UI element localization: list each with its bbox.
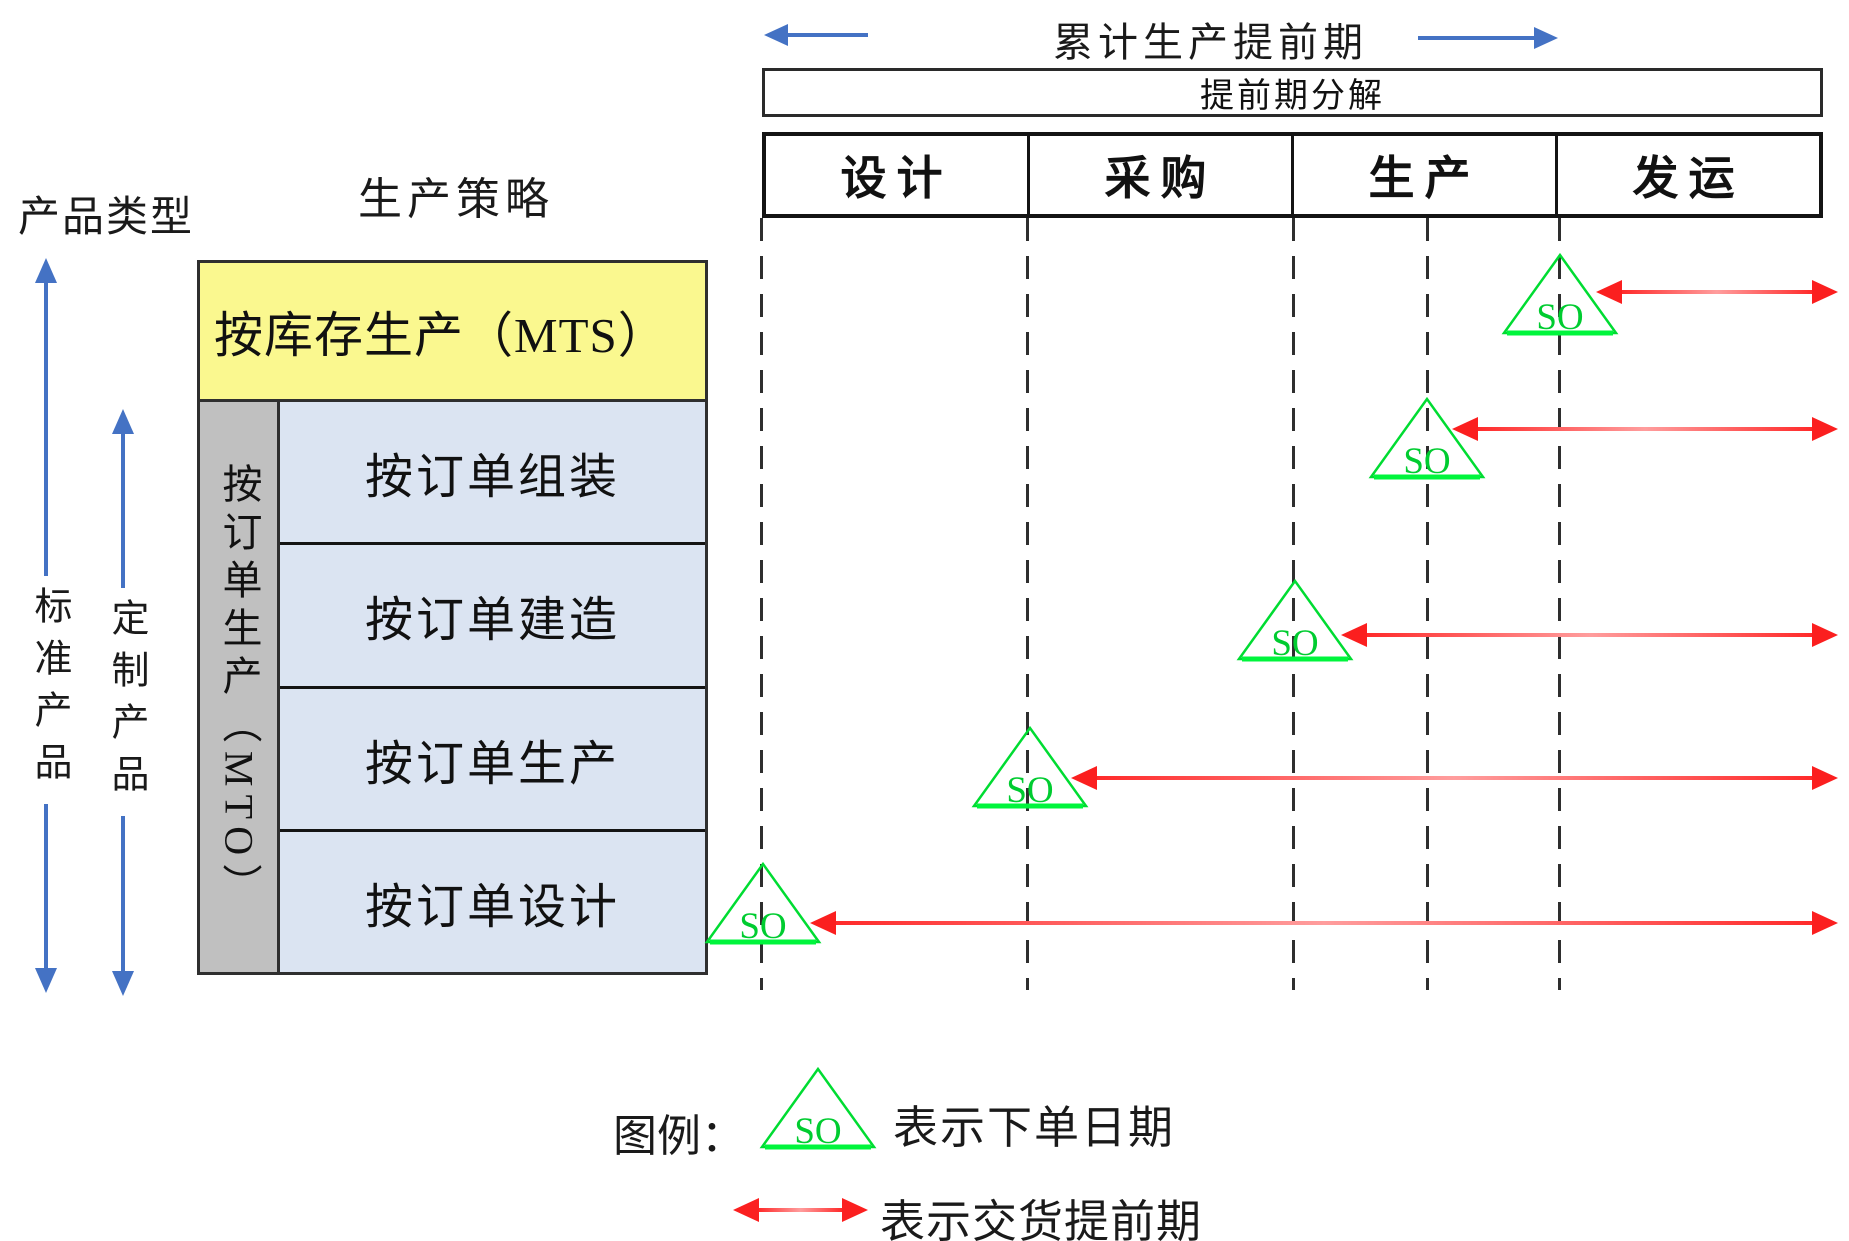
mto-area: 按订单生产（MTO） 按订单组装 按订单建造 按订单生产 按订单设计 bbox=[200, 402, 705, 972]
delivery-leadtime-arrow-make bbox=[1071, 766, 1838, 790]
delivery-leadtime-arrow-mts bbox=[1596, 280, 1838, 304]
phase-header-row: 设计 采购 生产 发运 bbox=[762, 132, 1823, 218]
arrow-right-icon bbox=[1418, 27, 1558, 49]
mto-row-assemble-to-order: 按订单组装 bbox=[280, 402, 705, 543]
cumulative-lead-time-label: 累计生产提前期 bbox=[1053, 20, 1368, 65]
mto-strip: 按订单生产（MTO） bbox=[200, 402, 280, 972]
lead-time-decomposition-label: 提前期分解 bbox=[1200, 78, 1385, 115]
mto-strip-label: 按订单生产（MTO） bbox=[216, 462, 262, 912]
dashed-gridline-2 bbox=[1026, 218, 1029, 990]
so-marker-engineer: SO bbox=[704, 861, 822, 945]
mto-row-make-to-order: 按订单生产 bbox=[280, 685, 705, 829]
so-marker-assemble: SO bbox=[1368, 396, 1486, 480]
delivery-leadtime-arrow-engineer bbox=[810, 911, 1838, 935]
so-marker-text: SO bbox=[739, 906, 786, 945]
dashed-gridline-5 bbox=[1558, 218, 1561, 990]
delivery-leadtime-arrow-assemble bbox=[1452, 417, 1838, 441]
so-marker-text: SO bbox=[1006, 770, 1053, 809]
arrow-left-icon bbox=[764, 24, 868, 46]
legend-title: 图例： bbox=[613, 1112, 745, 1161]
so-marker-make: SO bbox=[971, 725, 1089, 809]
dashed-gridline-1 bbox=[760, 218, 763, 990]
dashed-gridline-3 bbox=[1292, 218, 1295, 990]
strategy-matrix: 按库存生产（MTS） 按订单生产（MTO） 按订单组装 按订单建造 按订单生产 … bbox=[197, 260, 708, 975]
production-strategy-label: 生产策略 bbox=[358, 175, 554, 224]
so-marker-text: SO bbox=[1536, 297, 1583, 336]
mto-rows: 按订单组装 按订单建造 按订单生产 按订单设计 bbox=[280, 402, 705, 972]
so-marker-text: SO bbox=[1403, 441, 1450, 480]
legend-red-arrow-icon bbox=[733, 1198, 868, 1222]
mto-row-build-to-order: 按订单建造 bbox=[280, 542, 705, 686]
lead-time-decomposition-box: 提前期分解 bbox=[762, 68, 1823, 117]
legend-so-text: SO bbox=[794, 1111, 841, 1150]
legend-order-date-description: 表示下单日期 bbox=[893, 1103, 1176, 1153]
standard-product-label: 标准产品 bbox=[20, 576, 79, 804]
phase-column-production: 生产 bbox=[1291, 136, 1555, 214]
legend-so-marker-icon: SO bbox=[759, 1066, 877, 1150]
mts-row: 按库存生产（MTS） bbox=[200, 263, 705, 402]
so-marker-text: SO bbox=[1271, 623, 1318, 662]
custom-product-label: 定制产品 bbox=[97, 588, 156, 816]
phase-column-procurement: 采购 bbox=[1027, 136, 1291, 214]
delivery-leadtime-arrow-build bbox=[1341, 623, 1838, 647]
legend-leadtime-description: 表示交货提前期 bbox=[880, 1197, 1203, 1241]
so-marker-build: SO bbox=[1236, 578, 1354, 662]
so-marker-mts: SO bbox=[1501, 252, 1619, 336]
product-type-label: 产品类型 bbox=[18, 195, 195, 241]
mto-row-engineer-to-order: 按订单设计 bbox=[280, 828, 705, 972]
dashed-gridline-4 bbox=[1426, 218, 1429, 990]
phase-column-shipping: 发运 bbox=[1555, 136, 1819, 214]
phase-column-design: 设计 bbox=[840, 153, 953, 204]
